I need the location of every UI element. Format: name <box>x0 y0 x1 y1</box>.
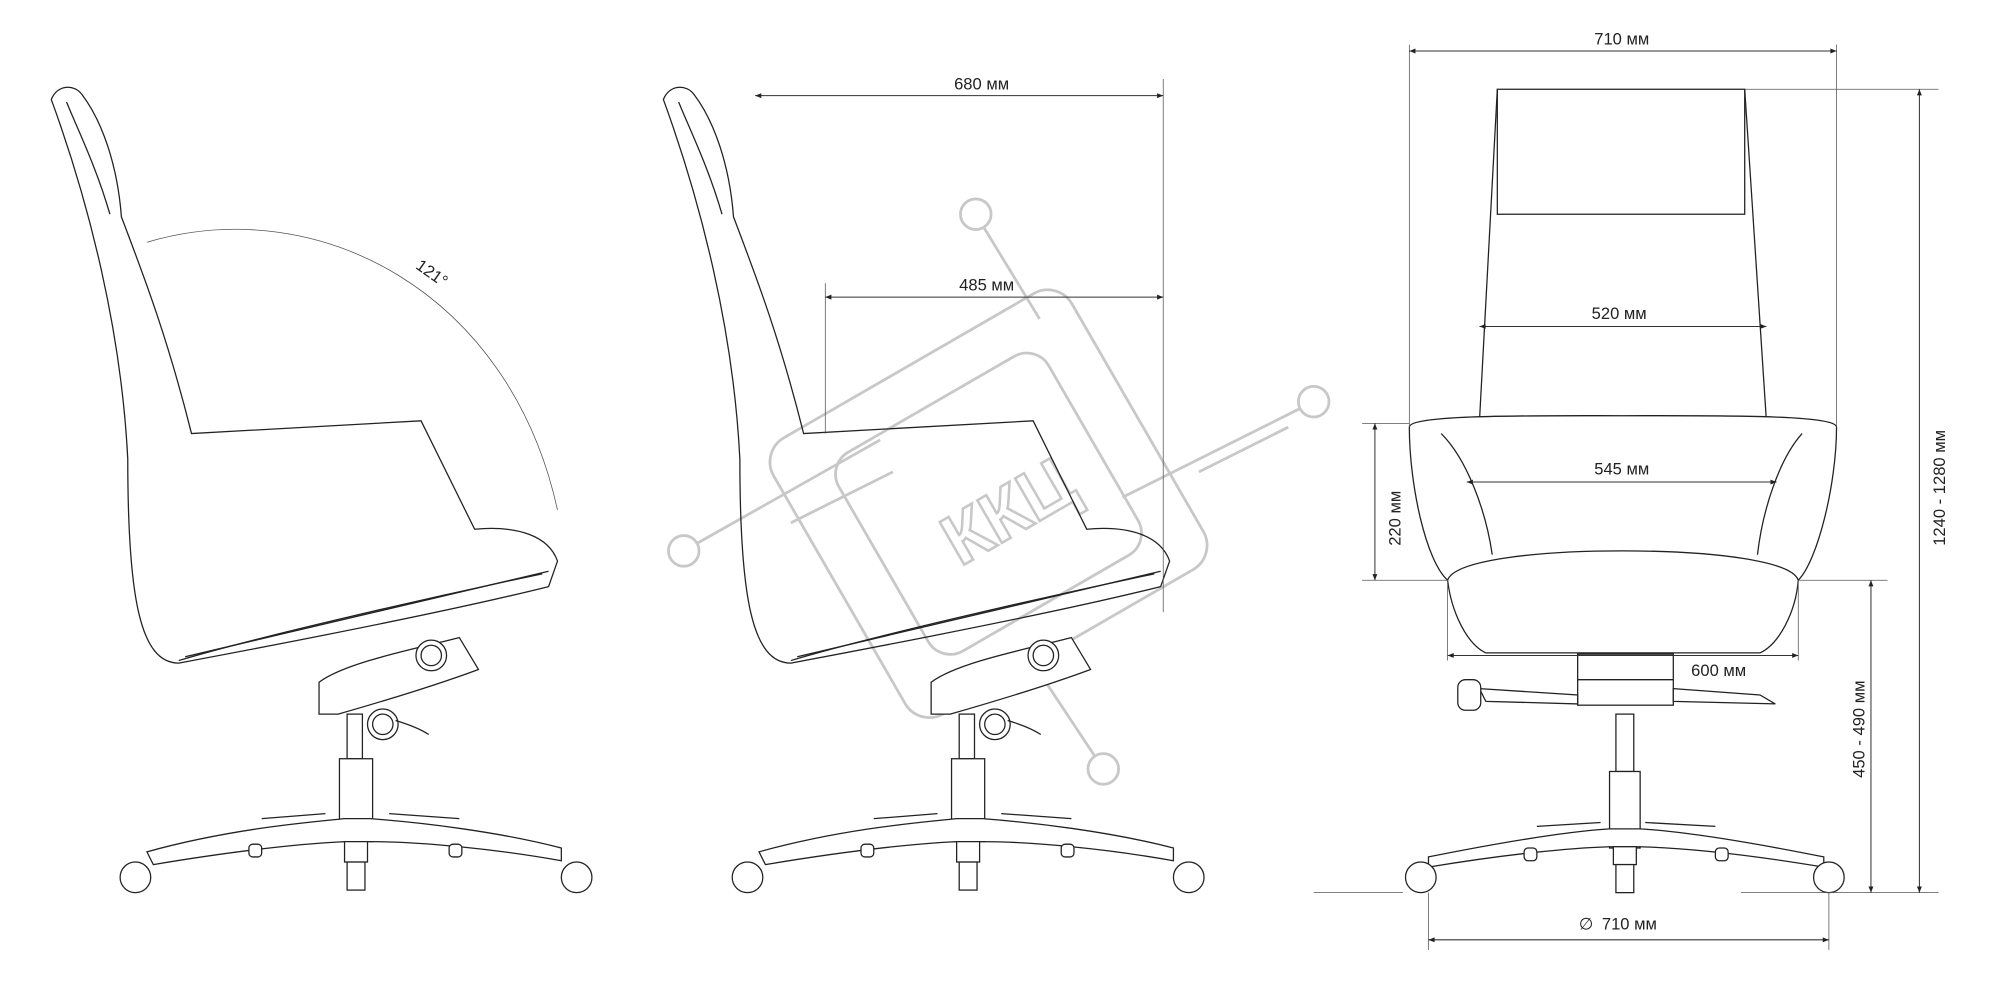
diameter-symbol: ∅ <box>1579 915 1593 934</box>
chair-side-drawing <box>50 86 593 894</box>
chair-side-drawing <box>662 86 1205 894</box>
side-view-depth: 680 мм 485 мм <box>662 74 1205 894</box>
total-width-label: 710 мм <box>1594 30 1649 49</box>
side-view-recline: 121° <box>50 86 593 894</box>
watermark-text: ККЦ <box>928 442 1089 581</box>
depth-label: 680 мм <box>954 74 1009 93</box>
recline-angle-label: 121° <box>412 256 451 291</box>
watermark-logo: ККЦ <box>667 197 1331 786</box>
recline-arc <box>146 229 558 511</box>
seat-width-label: 600 мм <box>1691 661 1746 680</box>
back-width-label: 520 мм <box>1592 304 1647 323</box>
seat-depth-label: 485 мм <box>959 276 1014 295</box>
total-height-label: 1240 - 1280 мм <box>1930 430 1949 546</box>
front-view: 710 мм 520 мм 545 мм 220 мм 600 мм 450 -… <box>1313 30 1949 951</box>
base-diameter-label: 710 мм <box>1602 915 1657 934</box>
inner-width-label: 545 мм <box>1594 459 1649 478</box>
armrest-height-label: 220 мм <box>1385 491 1404 546</box>
headrest <box>1496 88 1746 215</box>
armrests <box>1408 415 1838 581</box>
seat <box>1446 550 1799 654</box>
seat-height-label: 450 - 490 мм <box>1850 680 1869 777</box>
